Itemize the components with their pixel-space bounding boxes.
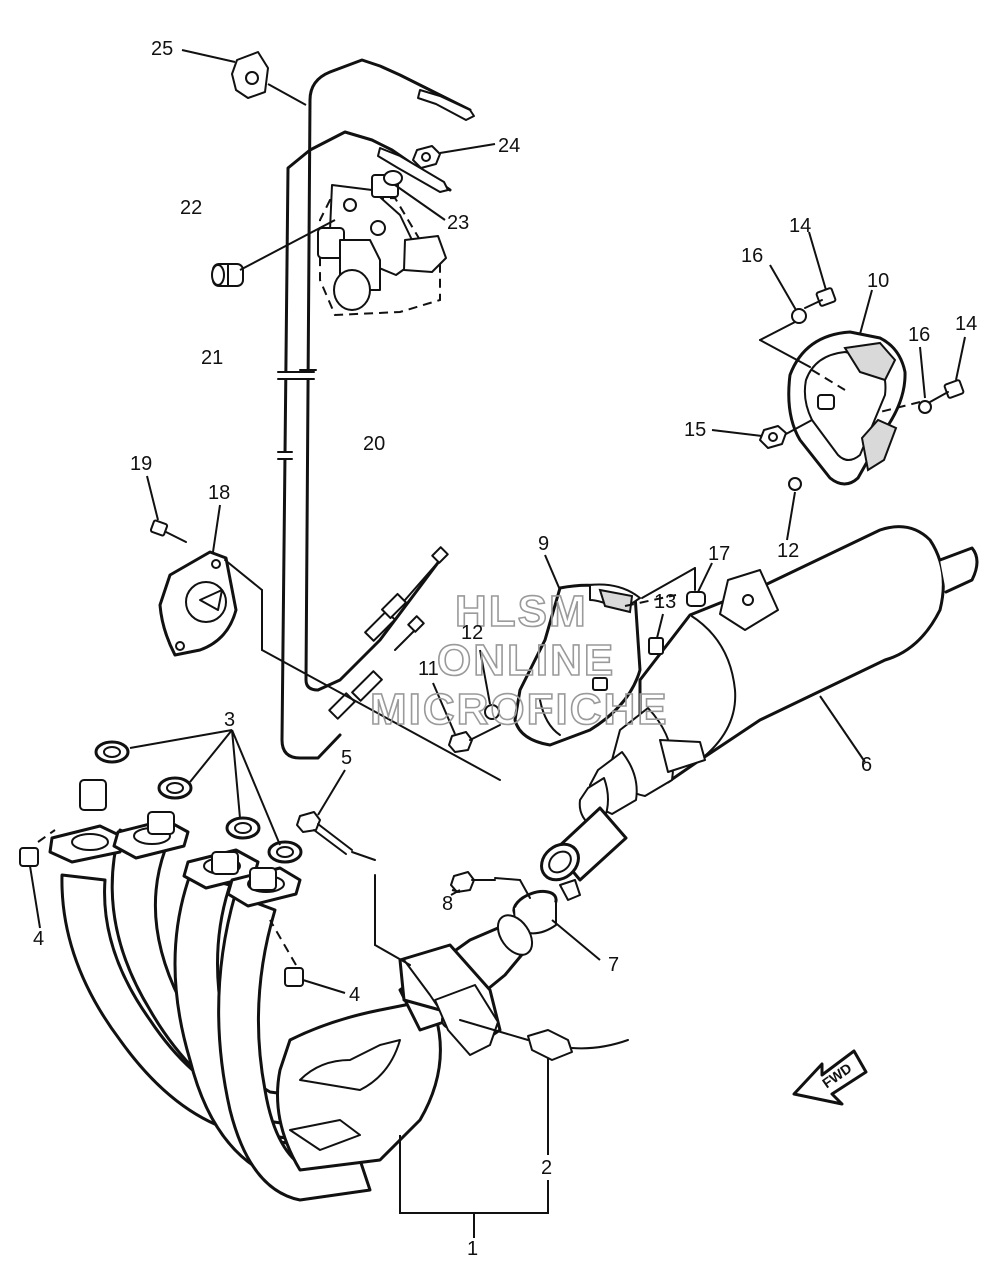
callout-22: 22	[180, 197, 202, 219]
callout-11: 11	[418, 658, 439, 680]
cable-20	[299, 58, 472, 692]
bolt-19	[146, 475, 187, 543]
callout-12-right: 12	[777, 540, 799, 562]
callout-9: 9	[538, 533, 549, 555]
callout-16-top: 16	[741, 245, 763, 267]
collar-23	[371, 170, 446, 221]
muffler-6	[578, 525, 979, 826]
callout-labels: 25 24 23 22 21 20 19 18 17 16 16 15 14 1…	[33, 38, 977, 1260]
nut-4-right	[269, 919, 346, 994]
callout-10: 10	[867, 270, 889, 292]
damper-13	[648, 613, 664, 655]
watermark: HLSM ONLINE MICROFICHE	[369, 586, 669, 735]
sensor-2	[459, 1019, 629, 1155]
bolt-14-side	[929, 336, 966, 403]
callout-6: 6	[861, 754, 872, 776]
callout-3: 3	[224, 709, 235, 731]
callout-20: 20	[363, 433, 385, 455]
gasket-18	[158, 504, 501, 781]
callout-17: 17	[708, 543, 730, 565]
assembly-bracket-lines	[399, 1135, 549, 1238]
bolt-5	[296, 769, 353, 855]
fwd-direction-arrow: FWD	[792, 1049, 868, 1106]
gasket-7	[512, 889, 601, 961]
washer-16-side	[918, 346, 932, 414]
bolt-11	[432, 682, 501, 753]
callout-7: 7	[608, 954, 619, 976]
grommet-17	[686, 562, 713, 607]
callout-4-left: 4	[33, 928, 44, 950]
callout-13: 13	[654, 591, 676, 613]
watermark-line-3: MICROFICHE	[370, 685, 669, 734]
callout-1: 1	[467, 1238, 478, 1260]
callout-8: 8	[442, 893, 453, 915]
connecting-pipe	[540, 806, 628, 901]
callout-18: 18	[208, 482, 230, 504]
callout-2: 2	[541, 1157, 552, 1179]
callout-14-top: 14	[789, 215, 811, 237]
gaskets-3	[94, 729, 303, 864]
watermark-line-1: HLSM	[455, 587, 588, 636]
callout-21: 21	[201, 347, 223, 369]
callout-23: 23	[447, 212, 469, 234]
bolt-8	[450, 871, 531, 899]
callout-25: 25	[151, 38, 173, 60]
watermark-line-2: ONLINE	[437, 636, 615, 685]
nut-15	[711, 419, 813, 449]
callout-19: 19	[130, 453, 152, 475]
end-cap-10	[759, 289, 921, 486]
exhaust-pipe-assembly-1	[48, 779, 534, 1202]
callout-15: 15	[684, 419, 706, 441]
grommet-22	[211, 219, 336, 287]
callout-4-right: 4	[349, 984, 360, 1006]
nut-24	[412, 143, 496, 169]
callout-24: 24	[498, 135, 520, 157]
washer-16-top	[769, 264, 807, 324]
heat-protector-9	[513, 554, 696, 747]
callout-12-left: 12	[461, 622, 483, 644]
cable-break-marks	[276, 371, 316, 460]
nut-4-left	[19, 829, 56, 929]
clamp-25	[181, 49, 307, 106]
servo-motor	[317, 184, 447, 317]
washer-12-left	[479, 649, 500, 720]
cable-end-adjusters	[328, 89, 475, 720]
callout-5: 5	[341, 747, 352, 769]
callout-16-side: 16	[908, 324, 930, 346]
callout-14-side: 14	[955, 313, 977, 335]
bolt-14-top	[804, 231, 837, 309]
washer-12-right	[786, 477, 802, 541]
